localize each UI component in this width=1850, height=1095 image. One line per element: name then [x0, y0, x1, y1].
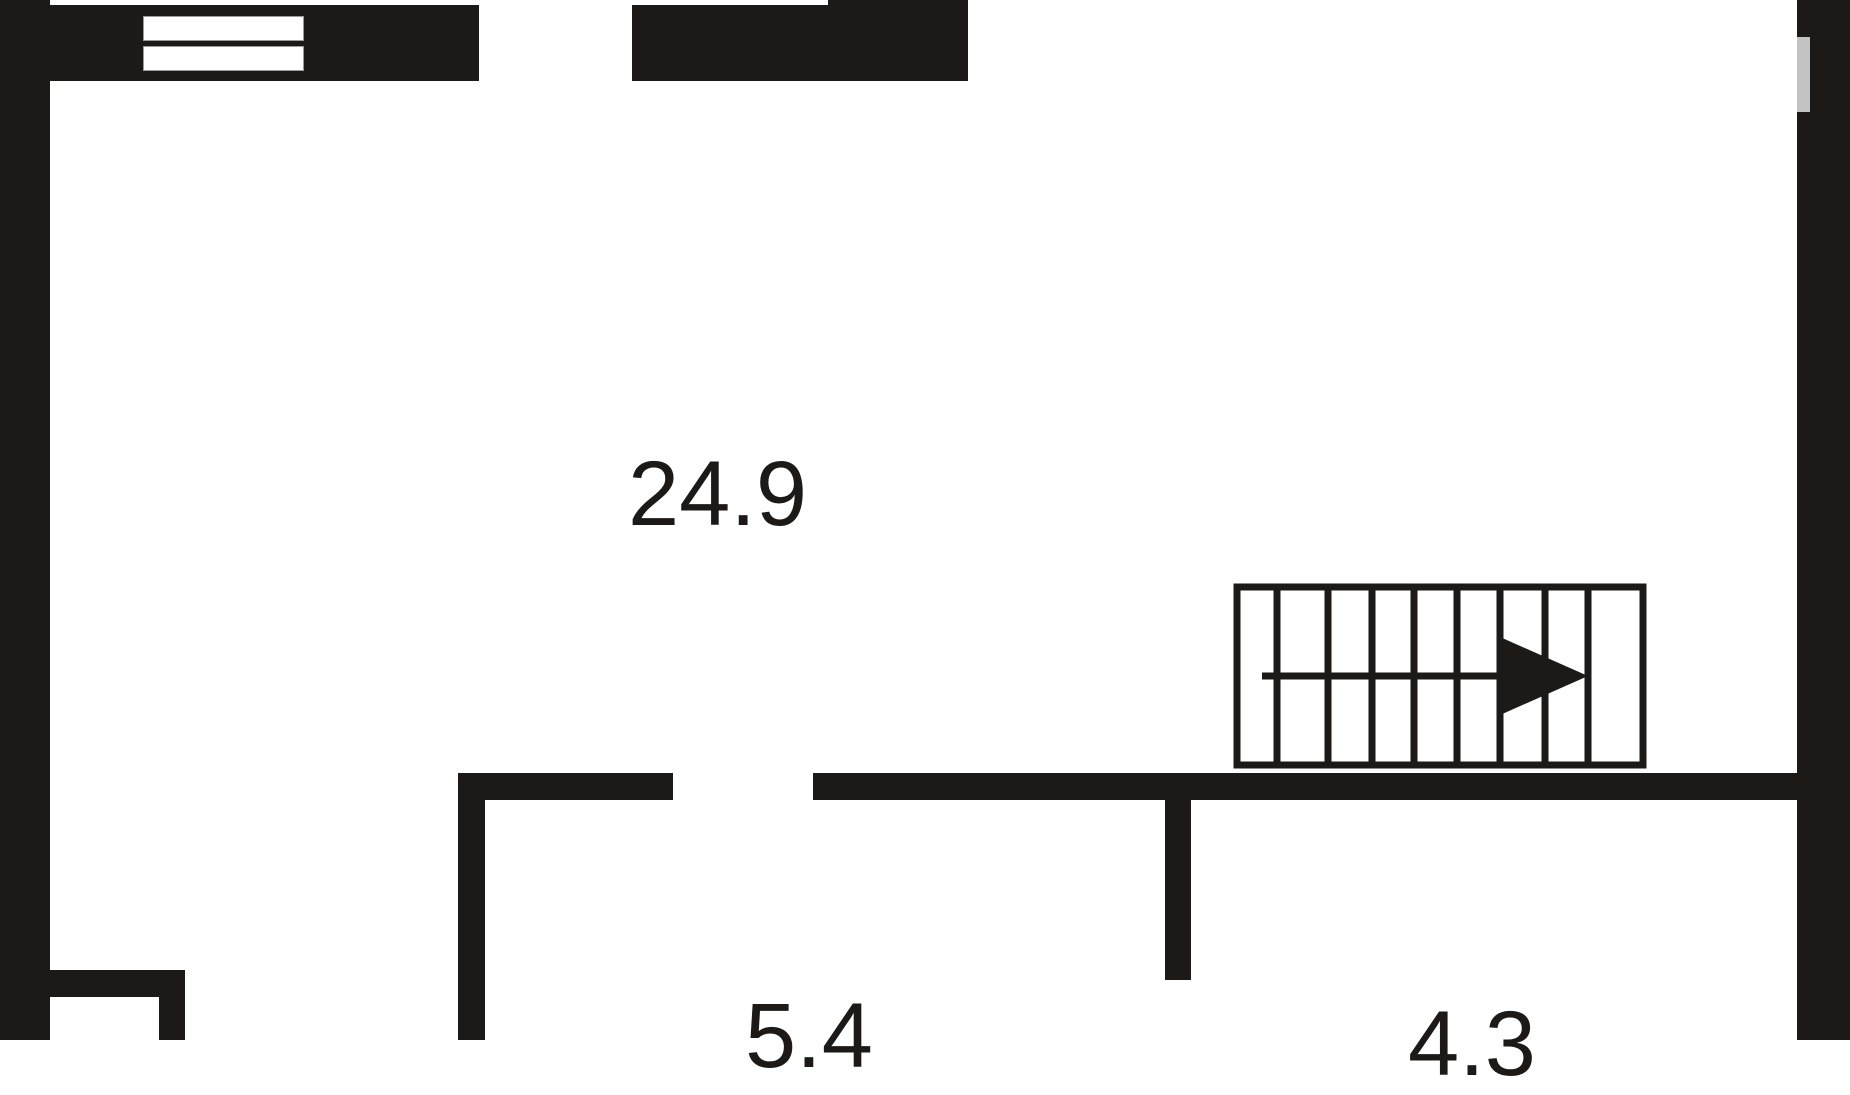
- scroll-tab[interactable]: [1797, 37, 1810, 112]
- interior-wall-partition: [1165, 800, 1191, 980]
- exterior-wall-top-notch: [828, 0, 968, 6]
- stairs-direction-arrow-icon: [1500, 637, 1588, 715]
- area-label-room-bottom-center: 5.4: [745, 985, 873, 1087]
- exterior-wall-left: [0, 0, 50, 1040]
- interior-wall-horizontal-right: [813, 773, 1797, 800]
- exterior-wall-top-center: [632, 5, 968, 81]
- window-pane-upper: [143, 16, 304, 41]
- interior-wall-vertical-left: [458, 773, 485, 1040]
- area-label-main-room: 24.9: [628, 443, 808, 545]
- closet-wall-right: [159, 970, 185, 1040]
- window-pane-lower: [143, 46, 304, 71]
- interior-wall-horizontal-left: [458, 773, 673, 800]
- exterior-wall-right: [1797, 0, 1850, 1040]
- stairs-icon: [1233, 583, 1647, 769]
- area-label-room-bottom-right: 4.3: [1408, 993, 1536, 1095]
